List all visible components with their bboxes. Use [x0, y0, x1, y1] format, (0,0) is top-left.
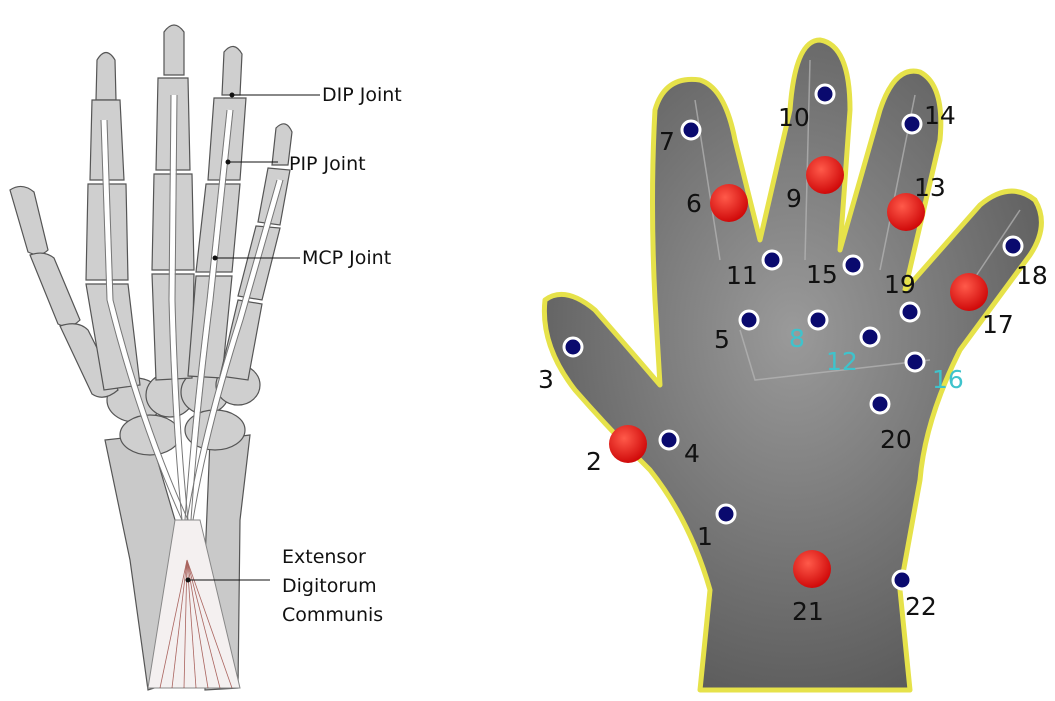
marker-small-16 — [904, 351, 926, 373]
anatomy-illustration: DIP Joint PIP Joint MCP Joint Extensor D… — [9, 24, 402, 691]
extensor-tendons — [101, 94, 283, 522]
marker-large-17 — [950, 273, 988, 311]
marker-label-20: 20 — [880, 425, 912, 454]
marker-large-6 — [710, 184, 748, 222]
middle-finger-bones — [151, 24, 195, 381]
marker-small-18 — [1002, 235, 1024, 257]
marker-label-17: 17 — [982, 310, 1014, 339]
extensor-tendons-outline — [100, 94, 284, 521]
index-finger-bones — [85, 51, 141, 391]
marker-label-8: 8 — [789, 324, 805, 353]
marker-large-21 — [793, 550, 831, 588]
marker-label-2: 2 — [586, 447, 602, 476]
marker-small-4 — [658, 429, 680, 451]
marker-label-19: 19 — [884, 270, 916, 299]
extensor-label-line2: Digitorum — [282, 575, 377, 597]
marker-small-22 — [891, 569, 913, 591]
marker-small-8 — [807, 309, 829, 331]
dip-joint-label: DIP Joint — [322, 84, 402, 106]
marker-small-14 — [901, 113, 923, 135]
sensor-glove — [541, 37, 1044, 693]
marker-small-19 — [899, 301, 921, 323]
marker-small-11 — [761, 249, 783, 271]
marker-label-14: 14 — [924, 101, 956, 130]
marker-large-13 — [887, 193, 925, 231]
marker-label-13: 13 — [914, 173, 946, 202]
extensor-label-line3: Communis — [282, 604, 383, 626]
marker-label-22: 22 — [905, 592, 937, 621]
marker-label-21: 21 — [792, 597, 824, 626]
extensor-label-line1: Extensor — [282, 546, 366, 568]
marker-small-10 — [814, 83, 836, 105]
marker-label-5: 5 — [714, 325, 730, 354]
marker-label-1: 1 — [697, 522, 713, 551]
marker-label-16: 16 — [932, 365, 964, 394]
marker-large-2 — [609, 425, 647, 463]
marker-small-5 — [738, 309, 760, 331]
marker-label-4: 4 — [684, 439, 700, 468]
marker-label-6: 6 — [686, 189, 702, 218]
marker-label-7: 7 — [659, 127, 675, 156]
marker-small-3 — [562, 336, 584, 358]
glove-shape — [541, 37, 1044, 693]
marker-small-20 — [869, 393, 891, 415]
marker-large-9 — [806, 156, 844, 194]
marker-small-12 — [859, 326, 881, 348]
marker-label-12: 12 — [826, 347, 858, 376]
label-leaders — [188, 94, 320, 581]
marker-small-15 — [842, 254, 864, 276]
marker-label-3: 3 — [538, 365, 554, 394]
marker-label-18: 18 — [1016, 261, 1048, 290]
marker-small-1 — [715, 503, 737, 525]
marker-label-9: 9 — [786, 184, 802, 213]
pip-joint-label: PIP Joint — [289, 153, 366, 175]
marker-label-15: 15 — [806, 260, 838, 289]
marker-label-11: 11 — [726, 261, 758, 290]
marker-label-10: 10 — [778, 103, 810, 132]
marker-small-7 — [680, 119, 702, 141]
mcp-joint-label: MCP Joint — [302, 247, 391, 269]
glove-markers — [562, 83, 1024, 591]
